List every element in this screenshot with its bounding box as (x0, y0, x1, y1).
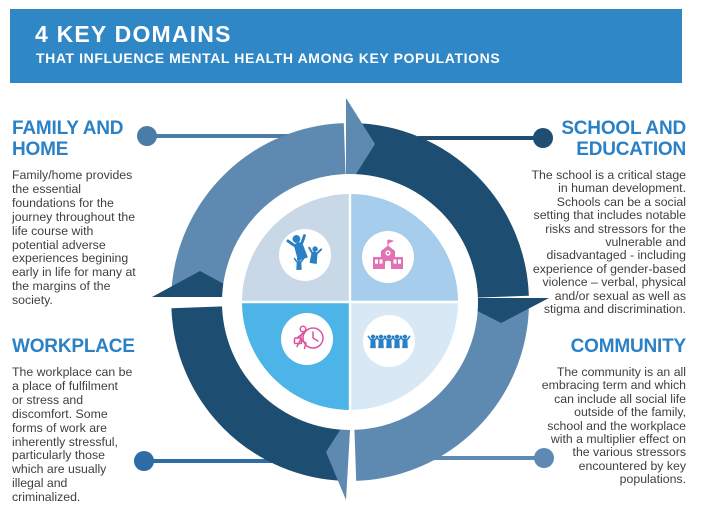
arrowhead-bottom-icon (326, 413, 351, 500)
family-body: Family/home provides the essential found… (12, 168, 136, 308)
community-heading: COMMUNITY (570, 336, 687, 357)
workplace-icon-circle (281, 313, 333, 365)
connector-school (418, 128, 553, 148)
connector-workplace (134, 451, 290, 471)
section-community: COMMUNITY The community is an all embrac… (498, 336, 686, 487)
family-heading: FAMILY AND HOME (12, 118, 124, 160)
arrowhead-top-icon (346, 98, 375, 190)
workplace-heading: WORKPLACE (12, 336, 135, 357)
school-heading: SCHOOL AND EDUCATION (561, 118, 686, 160)
workplace-body: The workplace can be a place of fulfilme… (12, 365, 133, 505)
community-body: The community is an all embracing term a… (541, 365, 686, 487)
section-family: FAMILY AND HOME Family/home provides the… (12, 118, 177, 308)
connector-community (428, 448, 554, 468)
school-building-icon (373, 239, 403, 269)
cycle-arc-bottom-right (353, 305, 529, 481)
section-school: SCHOOL AND EDUCATION The school is a cri… (498, 118, 687, 317)
worker-running-clock-icon (293, 325, 324, 350)
section-workplace: WORKPLACE The workplace can be a place o… (12, 336, 177, 505)
connector-family-dot (137, 126, 157, 146)
cycle-arc-bottom-left (171, 305, 347, 481)
cycle-arc-top-right (353, 123, 529, 299)
header-banner: 4 KEY DOMAINS THAT INFLUENCE MENTAL HEAL… (10, 9, 682, 83)
connector-workplace-dot (134, 451, 154, 471)
community-people-icon (367, 333, 411, 349)
connector-school-dot (533, 128, 553, 148)
page-title: 4 KEY DOMAINS (35, 21, 232, 47)
connector-community-dot (534, 448, 554, 468)
page-subtitle: THAT INFLUENCE MENTAL HEALTH AMONG KEY P… (36, 50, 501, 66)
school-body: The school is a critical stage in human … (531, 168, 686, 317)
connector-family (137, 126, 295, 146)
cycle-arc-top-left (171, 123, 347, 294)
